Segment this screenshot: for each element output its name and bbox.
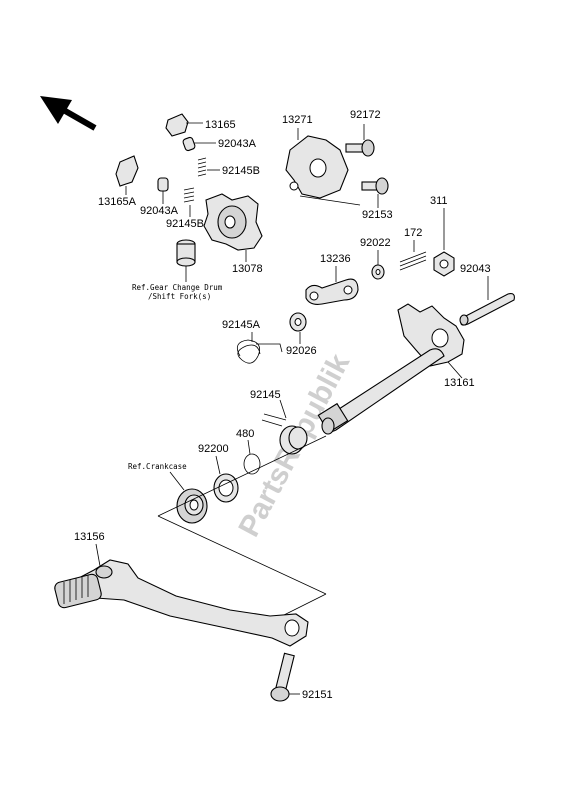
label-92153: 92153 [362, 209, 393, 221]
part-crankcase-oil-seal [169, 471, 208, 524]
label-92145B-left: 92145B [166, 218, 204, 230]
part-92022-washer [371, 250, 385, 280]
label-92200: 92200 [198, 443, 229, 455]
part-92200-washer [213, 455, 239, 503]
label-92026: 92026 [286, 345, 317, 357]
label-172: 172 [404, 227, 422, 239]
label-92145: 92145 [250, 389, 281, 401]
label-92043A-left: 92043A [140, 205, 179, 217]
label-92145A: 92145A [222, 319, 261, 331]
part-92043A-top-pin [182, 136, 216, 152]
part-92145B-left-spring [183, 187, 195, 217]
label-13165: 13165 [205, 119, 236, 131]
label-13271: 13271 [282, 114, 313, 126]
part-92026-washer [289, 312, 307, 344]
part-13161-shift-shaft [317, 303, 465, 435]
label-92022: 92022 [360, 237, 391, 249]
part-92043-pin [459, 276, 515, 326]
part-13165A-cap [115, 155, 139, 195]
part-92153-bolt [299, 177, 389, 208]
label-13161: 13161 [444, 377, 475, 389]
ref-crankcase: Ref.Crankcase [128, 462, 187, 471]
label-92151: 92151 [302, 689, 333, 701]
label-92172: 92172 [350, 109, 381, 121]
part-92145-spring [261, 399, 308, 455]
part-92151-bolt [270, 652, 300, 702]
part-13165-cap [165, 113, 203, 137]
part-480-circlip [243, 439, 261, 475]
part-13271-plate [285, 128, 349, 199]
part-gear-change-drum-stud [176, 239, 196, 282]
front-direction-arrow-icon [40, 96, 97, 131]
label-92043A-top: 92043A [218, 138, 257, 150]
part-92172-bolt [345, 124, 375, 157]
part-172-stud [399, 240, 427, 271]
ref-shift-forks: /Shift Fork(s) [148, 292, 211, 301]
label-311: 311 [430, 195, 448, 207]
part-311-nut [433, 208, 455, 277]
part-13078-shift-star [203, 193, 263, 262]
label-92043: 92043 [460, 263, 491, 275]
label-13165A: 13165A [98, 196, 137, 208]
label-13156: 13156 [74, 531, 105, 543]
part-13236-link [305, 266, 359, 305]
part-92145A-return-spring [236, 332, 283, 364]
label-480: 480 [236, 428, 254, 440]
label-13236: 13236 [320, 253, 351, 265]
label-92145B-top: 92145B [222, 165, 260, 177]
part-92043A-left-pin [157, 177, 169, 204]
shaft-reference-lines [157, 435, 327, 617]
part-92145B-top-spring [197, 157, 220, 177]
part-13156-shift-pedal [54, 543, 309, 647]
ref-gear-change-drum: Ref.Gear Change Drum [132, 283, 223, 292]
label-13078: 13078 [232, 263, 263, 275]
